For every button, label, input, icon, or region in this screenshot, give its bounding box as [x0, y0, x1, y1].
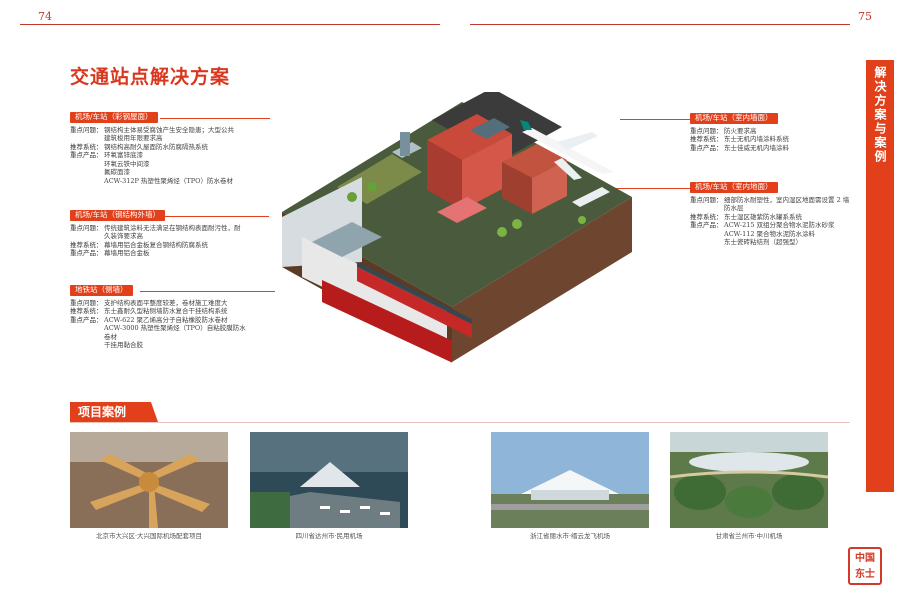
label-metro-wall-tag: 地铁站（侧墙） [70, 285, 133, 296]
label-row-key: 重点产品： [690, 143, 723, 152]
side-section-tab [866, 60, 894, 492]
seal-text: 中国 东士 [855, 553, 875, 580]
label-metro-wall-rows: 重点问题：支护结构表面平整度较差，卷材施工难度大推荐系统：东士鑫耐久型粘侧墙防水… [70, 299, 250, 350]
leader-line-ceiling [620, 119, 690, 120]
label-row: 推荐系统：东士湿区雄紫防水罐系系统 [690, 213, 855, 222]
label-row-key: 重点问题： [70, 223, 103, 232]
label-airport-roof-rows: 重点问题：钢结构主体易受腐蚀产生安全隐患；大型公共建筑梭用年限要求高推荐系统：钢… [70, 126, 240, 186]
label-metro-wall: 地铁站（侧墙） 重点问题：支护结构表面平整度较差，卷材施工难度大推荐系统：东士鑫… [70, 285, 250, 350]
side-section-tab-label: 解决方案与案例 [873, 66, 887, 164]
right-page-number: 75 [858, 10, 872, 23]
leader-line-roof [160, 118, 270, 119]
label-interior-ceiling-tag: 机场/车站（室内墙面） [690, 113, 778, 124]
label-row-value: 支护结构表面平整度较差，卷材施工难度大 [104, 298, 228, 307]
label-row: 重点产品：ACW-215 双组分聚合物水泥防水砂浆 ACW-112 聚合物水泥防… [690, 221, 855, 247]
label-airport-roof: 机场/车站（彩钢屋面） 重点问题：钢结构主体易受腐蚀产生安全隐患；大型公共建筑梭… [70, 112, 240, 185]
label-row-key: 重点产品： [70, 249, 103, 257]
label-interior-ceiling: 机场/车站（室内墙面） 重点问题：防火要求高推荐系统：东士无机内墙涂料系统重点产… [690, 113, 855, 152]
page-title: 交通站点解决方案 [70, 66, 231, 88]
case-caption-daxing: 北京市大兴区·大兴国际机场配套项目 [95, 532, 203, 540]
cases-section-rule [70, 422, 850, 423]
label-row-value: 钢结构主体易受腐蚀产生安全隐患；大型公共建筑梭用年限要求高 [104, 125, 234, 143]
label-interior-floor-rows: 重点问题：细部防水耐塑性，室内湿区地面需设置 2 墙防水层推荐系统：东士湿区雄紫… [690, 196, 855, 247]
label-row: 重点问题：防火要求高 [690, 127, 855, 136]
leader-line-metro [140, 291, 275, 292]
label-row: 重点问题：细部防水耐塑性，室内湿区地面需设置 2 墙防水层 [690, 196, 855, 213]
label-row-value: ACW-215 双组分聚合物水泥防水砂浆 ACW-112 聚合物水泥防水涂料 东… [724, 221, 835, 246]
label-row-key: 推荐系统： [70, 307, 103, 315]
case-photo-daxing [70, 432, 228, 528]
label-row-key: 重点产品： [690, 221, 723, 229]
label-steel-wall-rows: 重点问题：传统建筑涂料无法满足在钢结构表面耐污性，耐久装饰要求高推荐系统：幕墙用… [70, 224, 242, 258]
top-rule-right [470, 24, 850, 25]
label-row: 重点产品：ACW-622 聚乙烯高分子自粘橡胶防水卷材 ACW-3000 热塑性… [70, 316, 250, 350]
label-interior-floor-tag: 机场/车站（室内地面） [690, 182, 778, 193]
label-row: 推荐系统：东士无机内墙涂料系统 [690, 135, 855, 144]
cases-section-title: 项目案例 [70, 402, 158, 422]
left-page-number: 74 [38, 10, 52, 23]
label-row-key: 重点问题： [690, 126, 723, 135]
label-interior-floor: 机场/车站（室内地面） 重点问题：细部防水耐塑性，室内湿区地面需设置 2 墙防水… [690, 182, 855, 247]
label-row-value: 东士湿区雄紫防水罐系系统 [724, 212, 802, 221]
label-row-value: 东士佳威无机内墙涂料 [724, 143, 789, 152]
label-row: 重点产品：环氧富锌底漆 环氧云铁中间漆 氟碳面漆 ACW-312P 热塑性聚烯烃… [70, 151, 240, 185]
label-row-key: 推荐系统： [690, 135, 723, 143]
label-row-key: 重点产品： [70, 315, 103, 324]
company-seal-logo: 中国 东士 [848, 547, 882, 585]
label-airport-roof-tag: 机场/车站（彩钢屋面） [70, 112, 158, 123]
station-cutaway-illustration [282, 92, 632, 363]
label-row-key: 重点问题： [70, 125, 103, 134]
case-photo-zhongchuan [670, 432, 828, 528]
label-row-value: 环氧富锌底漆 环氧云铁中间漆 氟碳面漆 ACW-312P 热塑性聚烯烃（TPO）… [104, 151, 233, 185]
label-row: 重点问题：传统建筑涂料无法满足在钢结构表面耐污性，耐久装饰要求高 [70, 224, 242, 241]
label-row-value: 东士无机内墙涂料系统 [724, 135, 789, 143]
label-row: 重点问题：支护结构表面平整度较差，卷材施工难度大 [70, 299, 250, 308]
label-row-value: ACW-622 聚乙烯高分子自粘橡胶防水卷材 ACW-3000 热塑性聚烯烃（T… [104, 315, 246, 350]
label-row: 重点产品：东士佳威无机内墙涂料 [690, 144, 855, 153]
case-photo-jinyun [491, 432, 649, 528]
label-row: 推荐系统：东士鑫耐久型粘侧墙防水复合干挂结构系统 [70, 307, 250, 316]
label-row-value: 防火要求高 [724, 126, 757, 135]
label-row-key: 重点问题： [690, 195, 723, 204]
case-photo-dazhou [250, 432, 408, 528]
label-steel-wall: 机场/车站（钢结构外墙） 重点问题：传统建筑涂料无法满足在钢结构表面耐污性，耐久… [70, 210, 242, 258]
label-row: 重点产品：幕墙用铝合金板 [70, 249, 242, 258]
label-row-key: 推荐系统： [70, 240, 103, 249]
leader-line-steel-wall [164, 216, 269, 217]
label-interior-ceiling-rows: 重点问题：防火要求高推荐系统：东士无机内墙涂料系统重点产品：东士佳威无机内墙涂料 [690, 127, 855, 153]
label-row: 推荐系统：钢结构高耐久屋面防水防腐隔热系统 [70, 143, 240, 152]
label-row-key: 推荐系统： [690, 212, 723, 221]
label-row: 推荐系统：幕墙用铝合金板复合钢结构防腐系统 [70, 241, 242, 250]
label-row-value: 幕墙用铝合金板复合钢结构防腐系统 [104, 240, 208, 249]
label-row-key: 重点问题： [70, 298, 103, 307]
label-row-key: 重点产品： [70, 151, 103, 159]
leader-line-floor [610, 188, 690, 189]
label-row-value: 钢结构高耐久屋面防水防腐隔热系统 [104, 142, 208, 151]
top-rule-left [20, 24, 440, 25]
label-steel-wall-tag: 机场/车站（钢结构外墙） [70, 210, 166, 221]
case-caption-zhongchuan: 甘肃省兰州市·中川机场 [715, 532, 783, 540]
case-caption-jinyun: 浙江省丽水市·缙云龙飞机场 [529, 532, 611, 540]
label-row-value: 传统建筑涂料无法满足在钢结构表面耐污性，耐久装饰要求高 [104, 223, 241, 241]
label-row-key: 推荐系统： [70, 142, 103, 151]
case-caption-dazhou: 四川省达州市·民用机场 [295, 532, 363, 540]
label-row: 重点问题：钢结构主体易受腐蚀产生安全隐患；大型公共建筑梭用年限要求高 [70, 126, 240, 143]
label-row-value: 细部防水耐塑性，室内湿区地面需设置 2 墙防水层 [724, 195, 850, 213]
label-row-value: 东士鑫耐久型粘侧墙防水复合干挂结构系统 [104, 307, 228, 315]
label-row-value: 幕墙用铝合金板 [104, 249, 150, 257]
